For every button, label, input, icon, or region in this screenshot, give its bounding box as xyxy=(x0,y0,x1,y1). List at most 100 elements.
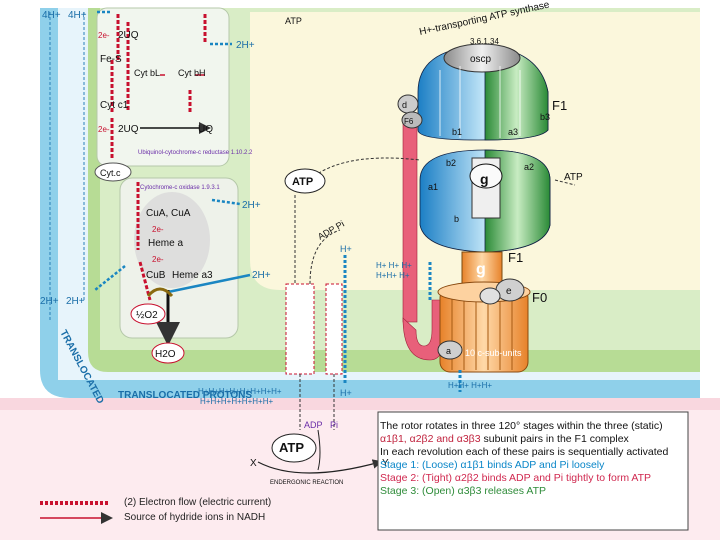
label-d: d xyxy=(402,100,407,110)
x-label: X xyxy=(250,458,257,469)
subunit-d-small xyxy=(479,287,501,305)
uq-bottom-label: 2UQ xyxy=(118,124,139,135)
info-stage-1: Stage 1: (Loose) α1β1 binds ADP and Pi l… xyxy=(380,459,605,471)
f1-lower-label: F1 xyxy=(508,250,523,265)
hplus-row: H+H+H+H+H+H+H+H+ xyxy=(198,387,282,396)
subunit-d-shape xyxy=(397,94,419,114)
cu-b-label: CuB xyxy=(146,270,166,281)
h2o-oval xyxy=(151,342,185,364)
info-stage-2: Stage 2: (Tight) α2β2 binds ADP and Pi t… xyxy=(380,472,652,484)
f0-label: F0 xyxy=(532,290,547,305)
pi-bottom: Pi xyxy=(330,420,338,430)
atp-bubble-bottom-shape xyxy=(271,433,317,463)
e2-label-1: 2e- xyxy=(98,31,110,40)
h-plus-bottom: H+ xyxy=(340,388,352,398)
heme-a-label: Heme a xyxy=(148,238,183,249)
o2-hook xyxy=(146,287,174,298)
info-line-2: α1β1, α2β2 and α3β3 subunit pairs in the… xyxy=(380,433,680,446)
f1-label: F1 xyxy=(552,98,567,113)
synthase-ec: 3.6.1.34 xyxy=(470,37,499,46)
label-e: e xyxy=(506,286,512,297)
atp-bubble-bottom: ATP xyxy=(279,440,304,455)
two-h-top-1: 4H+ xyxy=(42,10,61,21)
legend-hydride: Source of hydride ions in NADH xyxy=(124,512,266,523)
subunit-a-shape xyxy=(437,340,463,360)
hplus-row-2: H+H+H+H+H+H+H+ xyxy=(200,397,273,406)
two-h-left-2: 2H+ xyxy=(66,296,85,307)
label-a: a xyxy=(446,346,451,356)
pink-band xyxy=(0,398,720,410)
oscp-label: oscp xyxy=(470,54,492,65)
cyt-c-label: Cyt.c xyxy=(100,168,121,178)
info-text: The rotor rotates in three 120° stages w… xyxy=(380,420,680,498)
cyt-bl-label: Cyt bL xyxy=(134,68,160,78)
two-h-mid: 2H+ xyxy=(252,270,271,281)
e2-label-3: 2e- xyxy=(152,225,164,234)
endergonic-arrow xyxy=(257,459,383,474)
h-plus: H+ xyxy=(340,244,352,254)
h2o-label: H2O xyxy=(155,349,176,360)
e2-label-2: 2e- xyxy=(98,125,110,134)
atp-bubble-top-shape xyxy=(284,168,326,194)
peripheral-stalk xyxy=(402,121,418,323)
cluster-lower: H+H+ H+ xyxy=(376,271,410,280)
o2-oval xyxy=(130,303,166,325)
g-upper-label: g xyxy=(480,171,489,187)
endergonic-label: ENDERGONIC REACTION xyxy=(270,480,343,486)
info-pairs: α1β1, α2β2 and α3β3 xyxy=(380,433,481,445)
info-line-1: The rotor rotates in three 120° stages w… xyxy=(380,420,663,432)
info-stage-3: Stage 3: (Open) α3β3 releases ATP xyxy=(380,485,547,497)
two-h-complex3: 2H+ xyxy=(236,40,255,51)
ubiquinol-note: Ubiquinol-cytochrome-c reductase 1.10.2.… xyxy=(138,150,253,156)
c-subunits-label: 10 c-sub-units xyxy=(465,348,522,358)
fe-s-label: Fe-S xyxy=(100,54,122,65)
cluster-bottom: H+H+ H+H+ xyxy=(448,381,492,390)
label-b: b xyxy=(454,214,459,224)
adp-pi-join xyxy=(317,429,321,471)
cyt-c-oval xyxy=(94,162,132,182)
atp-top-left: ATP xyxy=(285,16,302,26)
label-b2: b2 xyxy=(446,158,456,168)
cu-ab-label: CuA, CuA xyxy=(146,208,191,219)
proton-line-complex4 xyxy=(167,273,251,294)
two-h-top-2: 4H+ xyxy=(68,10,87,21)
two-h-complex4: 2H+ xyxy=(242,200,261,211)
label-f6: F6 xyxy=(404,117,414,126)
label-b1: b1 xyxy=(452,127,462,137)
pi-transporter xyxy=(325,283,343,375)
subunit-f6-shape xyxy=(401,111,423,129)
f1-lower xyxy=(419,149,551,253)
e2-label-4: 2e- xyxy=(152,255,164,264)
half-o2-label: ½O2 xyxy=(136,310,158,321)
g-lower-label: g xyxy=(476,261,486,278)
atp-right: ATP xyxy=(564,172,583,183)
cyt-c1-label: Cyt c1 xyxy=(100,100,129,111)
complex-iii xyxy=(96,7,230,167)
complex-iv-core xyxy=(134,192,210,288)
info-line-2-post: subunit pairs in the F1 complex xyxy=(480,433,629,445)
heme-a3-label: Heme a3 xyxy=(172,270,213,281)
adp-bottom: ADP xyxy=(304,420,323,430)
legend-electron: (2) Electron flow (electric current) xyxy=(124,497,272,508)
two-h-left-1: 2H+ xyxy=(40,296,59,307)
uq-right-label: UQ xyxy=(198,124,213,135)
label-a3: a3 xyxy=(508,127,518,137)
cluster-upper: H+ H+ H+ xyxy=(376,261,412,270)
atp-bubble-top: ATP xyxy=(292,176,313,188)
info-line-3: In each revolution each of these pairs i… xyxy=(380,446,669,458)
label-a2: a2 xyxy=(524,162,534,172)
info-box xyxy=(377,411,689,531)
label-a1: a1 xyxy=(428,182,438,192)
label-b3: b3 xyxy=(540,112,550,122)
atp-adp-transporter xyxy=(285,283,315,375)
oxidase-note: Cytochrome-c oxidase 1.9.3.1 xyxy=(140,185,220,191)
proton-arrows xyxy=(94,10,241,291)
peripheral-stalk-hook xyxy=(402,299,446,361)
uq-top-label: 2UQ xyxy=(118,30,139,41)
cyt-bh-label: Cyt bH xyxy=(178,68,206,78)
f1-head xyxy=(417,43,549,141)
translocated-label: TRANSLOCATED PROTONS xyxy=(118,390,252,401)
y-label: Y xyxy=(382,458,389,469)
